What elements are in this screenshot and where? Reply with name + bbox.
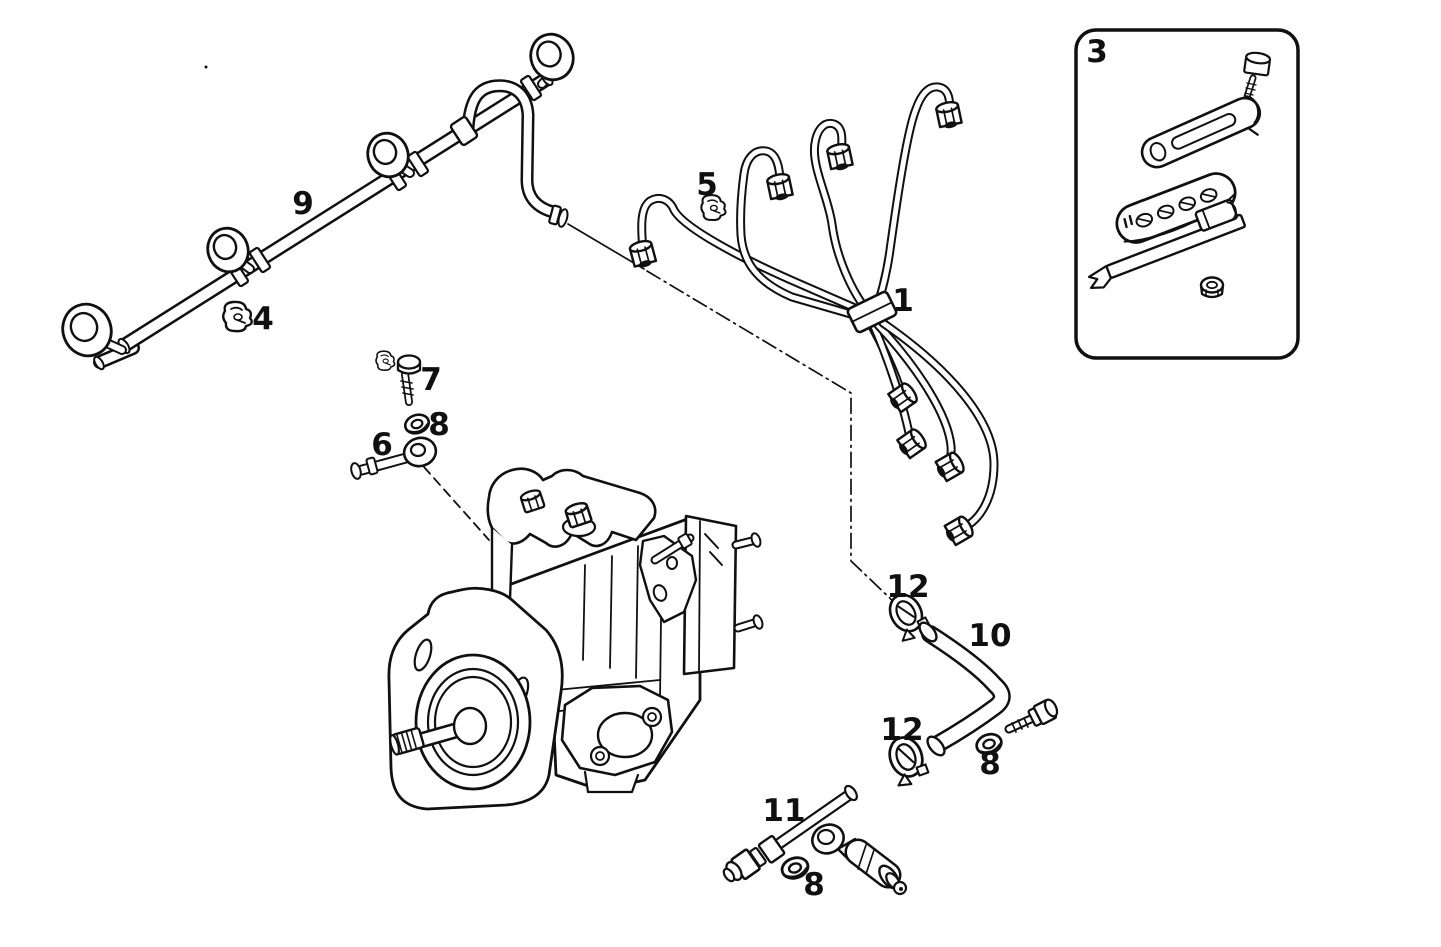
- injection-pump: [387, 467, 764, 811]
- callout-8b[interactable]: 8: [979, 746, 1001, 782]
- callout-8a[interactable]: 8: [428, 407, 450, 443]
- clamp-kit-inset: [1074, 28, 1300, 360]
- callout-7[interactable]: 7: [420, 362, 442, 398]
- fuel-hose-group: [881, 587, 1059, 790]
- callout-5[interactable]: 5: [696, 167, 718, 203]
- rail-clip-4: [222, 300, 253, 333]
- callout-3[interactable]: 3: [1086, 34, 1108, 70]
- callout-labels: 1 3 4 5 6 7 8 9 10 11 12 12 8 8: [252, 34, 1108, 903]
- banjo-bolt-7: [396, 354, 422, 406]
- seal-washer-8a: [401, 410, 433, 438]
- leak-off-rail: [61, 32, 575, 371]
- injection-pipes: [627, 82, 999, 548]
- callout-11[interactable]: 11: [762, 793, 805, 829]
- hose-bolt: [1004, 698, 1059, 734]
- callout-8c[interactable]: 8: [803, 867, 825, 903]
- callout-1[interactable]: 1: [892, 283, 914, 319]
- callout-4[interactable]: 4: [252, 301, 274, 337]
- banjo-union-6: [350, 436, 438, 480]
- callout-6[interactable]: 6: [371, 427, 393, 463]
- overflow-valve-group: [722, 784, 908, 896]
- callout-10[interactable]: 10: [968, 618, 1011, 654]
- inset-nut: [1199, 276, 1225, 299]
- callout-12a[interactable]: 12: [886, 569, 929, 605]
- rail-clip-small: [375, 350, 396, 371]
- callout-9[interactable]: 9: [292, 186, 314, 222]
- callout-12b[interactable]: 12: [880, 712, 923, 748]
